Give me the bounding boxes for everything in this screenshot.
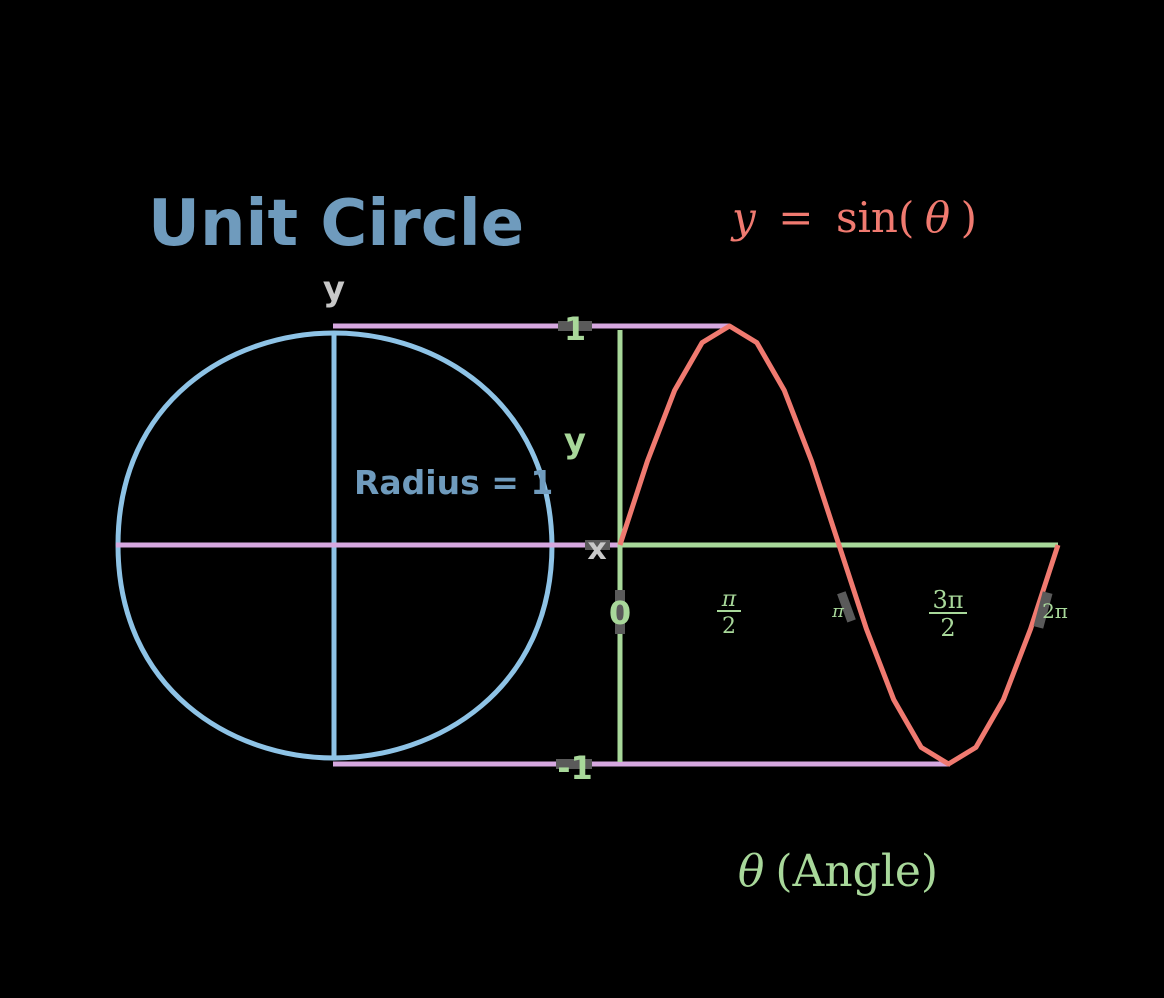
sine-curve — [617, 323, 1061, 767]
equation-sin: sin( — [836, 193, 914, 242]
tick-label-pi-over-2: π 2 — [717, 587, 741, 639]
tick-label-pi: π — [831, 601, 845, 622]
y-projection-label: y — [564, 421, 586, 461]
tick-3pi-over-2-denominator: 2 — [940, 614, 955, 642]
equation-theta: θ — [925, 193, 950, 242]
y-min-label: -1 — [557, 749, 593, 787]
one-label-tick — [558, 321, 592, 331]
equation-y: y — [730, 193, 757, 242]
circle-y-axis-label: y — [323, 269, 345, 309]
equation-close: ) — [961, 193, 977, 242]
sine-equation: y = sin( θ ) — [730, 193, 977, 242]
zero-label-tick — [615, 590, 625, 634]
equation-equals: = — [778, 193, 813, 242]
y-max-label: 1 — [564, 310, 586, 348]
tick-pi-over-2-denominator: 2 — [722, 614, 736, 639]
x-axis-title-text: (Angle) — [775, 846, 938, 897]
x-axis-title-theta: θ — [738, 846, 765, 897]
radius-label: Radius = 1 — [354, 463, 553, 502]
tick-label-3pi-over-2: 3π 2 — [929, 586, 967, 642]
x-label-tick — [585, 540, 610, 550]
x-origin-label: 0 — [609, 594, 631, 632]
x-axis-title: θ (Angle) — [738, 846, 938, 897]
tick-pi-over-2-numerator: π — [721, 587, 737, 612]
tick-label-2pi: 2π — [1042, 599, 1068, 623]
pi-tick-mark — [837, 591, 856, 623]
diagram-title: Unit Circle — [148, 187, 524, 261]
tick-3pi-over-2-numerator: 3π — [932, 586, 963, 614]
two-pi-tick-mark — [1033, 591, 1053, 629]
minus-one-label-tick — [556, 759, 592, 769]
x-projection-label: x — [587, 532, 606, 567]
